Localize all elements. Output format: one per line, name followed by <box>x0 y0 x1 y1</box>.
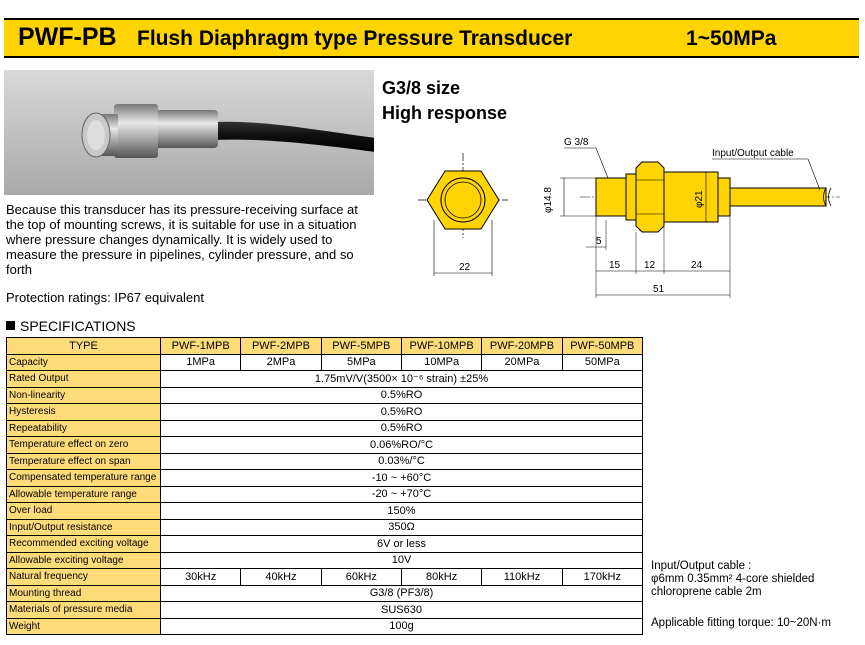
row-label: Temperature effect on span <box>6 452 161 470</box>
row-label: Materials of pressure media <box>6 601 161 619</box>
table-cell: 50MPa <box>561 353 644 371</box>
table-cell: 5MPa <box>320 353 402 371</box>
feature-list: G3/8 size High response <box>382 76 507 126</box>
table-cell: 350Ω <box>160 518 643 536</box>
table-cell: -10 ~ +60°C <box>160 469 643 487</box>
header-cell: TYPE <box>6 337 161 355</box>
header-cell: PWF-50MPB <box>561 337 644 355</box>
row-label: Mounting thread <box>6 584 161 602</box>
table-row: Allowable temperature range-20 ~ +70°C <box>6 485 643 503</box>
row-label: Repeatability <box>6 419 161 437</box>
description: Because this transducer has its pressure… <box>6 202 358 277</box>
table-cell: 40kHz <box>240 568 322 586</box>
row-label: Compensated temperature range <box>6 469 161 487</box>
table-cell: 100g <box>160 617 643 635</box>
table-cell: 1.75mV/V(3500× 10⁻⁶ strain) ±25% <box>160 370 643 388</box>
model-title: PWF-PB <box>18 23 117 51</box>
header-cell: PWF-5MPB <box>320 337 402 355</box>
row-label: Temperature effect on zero <box>6 436 161 454</box>
header-cell: PWF-20MPB <box>481 337 563 355</box>
hex-front-view: 22 <box>418 153 508 276</box>
row-label: Allowable exciting voltage <box>6 551 161 569</box>
specifications-heading: SPECIFICATIONS <box>6 318 136 334</box>
dim-5: 5 <box>596 236 602 247</box>
table-cell: 0.06%RO/°C <box>160 436 643 454</box>
header-cell: PWF-2MPB <box>240 337 322 355</box>
fitting-torque: Applicable fitting torque: 10~20N·m <box>651 617 831 629</box>
side-view: G 3/8 Input/Output cable φ14.8 φ21 5 15 … <box>543 137 840 298</box>
table-cell: 1MPa <box>159 353 242 371</box>
table-row: Compensated temperature range-10 ~ +60°C <box>6 469 643 487</box>
product-photo <box>4 70 374 195</box>
table-cell: 20MPa <box>481 353 563 371</box>
table-cell: SUS630 <box>160 601 643 619</box>
feature-size: G3/8 size <box>382 78 461 98</box>
label-g38: G 3/8 <box>564 137 589 148</box>
header-cell: PWF-10MPB <box>400 337 483 355</box>
row-label: Over load <box>6 502 161 520</box>
table-cell: 0.03%/°C <box>160 452 643 470</box>
feature-response: High response <box>382 103 508 123</box>
row-label: Capacity <box>6 353 161 371</box>
table-cell: 6V or less <box>160 535 643 553</box>
row-label: Allowable temperature range <box>6 485 161 503</box>
table-row: Natural frequency 30kHz 40kHz 60kHz 80kH… <box>6 568 644 586</box>
dimension-drawing: 22 G 3/8 Input/Output cable φ14.8 φ21 <box>418 137 840 298</box>
product-name: Flush Diaphragm type Pressure Transducer <box>137 27 573 50</box>
table-cell: 10V <box>160 551 643 569</box>
table-cell: 10MPa <box>400 353 483 371</box>
dim-phi21: φ21 <box>694 190 705 208</box>
table-cell: 110kHz <box>481 568 563 586</box>
dim-15: 15 <box>609 260 621 271</box>
row-label: Natural frequency <box>6 568 161 586</box>
dim-22: 22 <box>459 262 471 273</box>
row-label: Input/Output resistance <box>6 518 161 536</box>
dim-51: 51 <box>653 284 665 295</box>
table-cell: 170kHz <box>561 568 644 586</box>
table-cell: 30kHz <box>159 568 242 586</box>
row-label: Weight <box>6 617 161 635</box>
row-label: Hysteresis <box>6 403 161 421</box>
dim-phi148: φ14.8 <box>543 187 554 213</box>
table-cell: -20 ~ +70°C <box>160 485 643 503</box>
table-cell: 60kHz <box>320 568 402 586</box>
header-cell: PWF-1MPB <box>159 337 242 355</box>
table-cell: 150% <box>160 502 643 520</box>
table-cell: 0.5%RO <box>160 403 643 421</box>
row-label: Non-linearity <box>6 386 161 404</box>
protection-rating: Protection ratings: IP67 equivalent <box>6 290 205 305</box>
pressure-range: 1~50MPa <box>686 27 777 50</box>
row-label: Recommended exciting voltage <box>6 535 161 553</box>
table-row: TYPE PWF-1MPB PWF-2MPB PWF-5MPB PWF-10MP… <box>6 337 644 355</box>
row-label: Rated Output <box>6 370 161 388</box>
dim-12: 12 <box>644 260 656 271</box>
bullet-square-icon <box>6 321 15 330</box>
spec-table: TYPE PWF-1MPB PWF-2MPB PWF-5MPB PWF-10MP… <box>6 337 644 635</box>
table-cell: G3/8 (PF3/8) <box>160 584 643 602</box>
table-cell: 2MPa <box>240 353 322 371</box>
label-cable: Input/Output cable <box>712 148 794 159</box>
cable-note: Input/Output cable : φ6mm 0.35mm² 4-core… <box>651 560 815 598</box>
table-cell: 0.5%RO <box>160 386 643 404</box>
table-cell: 80kHz <box>400 568 483 586</box>
table-row: Capacity 1MPa 2MPa 5MPa 10MPa 20MPa 50MP… <box>6 353 644 371</box>
title-bar: PWF-PB Flush Diaphragm type Pressure Tra… <box>4 18 859 58</box>
table-cell: 0.5%RO <box>160 419 643 437</box>
dim-24: 24 <box>691 260 703 271</box>
